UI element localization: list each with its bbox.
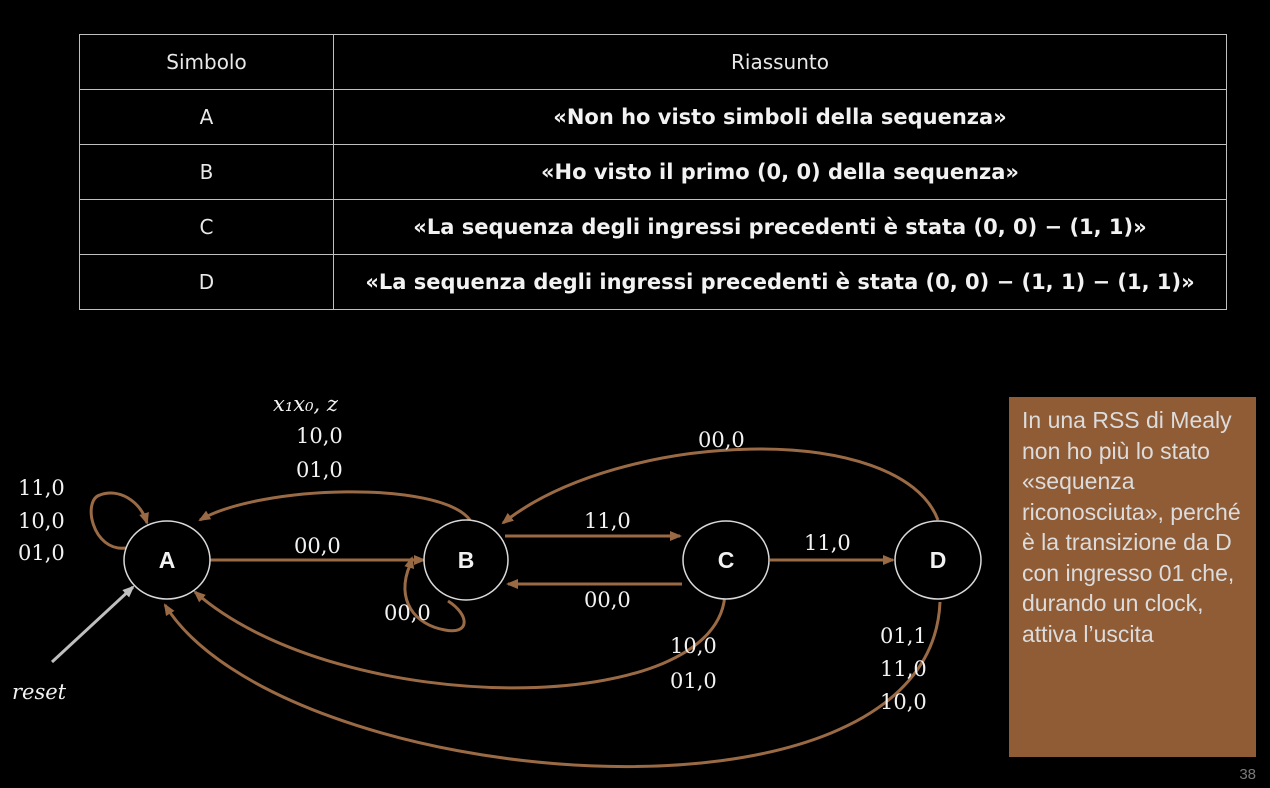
explanation-note: In una RSS di Mealy non ho più lo stato … (1009, 397, 1256, 757)
state-label: C (718, 547, 735, 573)
state-A (123, 520, 211, 600)
transition-label: 11,0 (18, 476, 65, 500)
transition-label: 01,1 (880, 624, 927, 648)
transition-label: 00,0 (584, 588, 631, 612)
state-C (682, 520, 770, 600)
transition-label: 10,0 (18, 509, 65, 533)
transition-label: 01,0 (670, 669, 717, 693)
summary-cell: «La sequenza degli ingressi precedenti è… (333, 254, 1227, 310)
reset-arrow (50, 585, 135, 664)
transition-label: 11,0 (804, 531, 851, 555)
summary-cell: «Ho visto il primo (0, 0) della sequenza… (333, 144, 1227, 200)
transition-C-A (193, 590, 727, 690)
summary-cell: «Non ho visto simboli della sequenza» (333, 89, 1227, 145)
column-header-symbol: Simbolo (79, 34, 334, 90)
state-label: A (159, 547, 176, 573)
transition-A-A (89, 491, 149, 550)
transition-D-A (163, 601, 942, 769)
transition-label: 00,0 (384, 601, 431, 625)
transition-label: 00,0 (294, 534, 341, 558)
transition-D-B (501, 447, 940, 525)
state-D (894, 520, 982, 600)
summary-cell: «La sequenza degli ingressi precedenti è… (333, 199, 1227, 255)
table-row: B «Ho visto il primo (0, 0) della sequen… (79, 144, 1227, 200)
transition-B-A (198, 490, 472, 522)
table-header-row: Simbolo Riassunto (79, 34, 1227, 90)
io-legend: x₁x₀, z (273, 392, 339, 416)
transition-label: 10,0 (880, 690, 927, 714)
table-row: C «La sequenza degli ingressi precedenti… (79, 199, 1227, 255)
transition-label: 11,0 (584, 509, 631, 533)
symbol-cell: A (79, 89, 334, 145)
symbol-cell: C (79, 199, 334, 255)
transition-label: 10,0 (296, 424, 343, 448)
transition-label: 10,0 (670, 634, 717, 658)
table-row: D «La sequenza degli ingressi precedenti… (79, 254, 1227, 310)
transition-label: 11,0 (880, 657, 927, 681)
transition-label: 00,0 (698, 428, 745, 452)
table-row: A «Non ho visto simboli della sequenza» (79, 89, 1227, 145)
page-number: 38 (1239, 766, 1256, 783)
reset-label: reset (12, 680, 67, 704)
state-B (423, 519, 509, 601)
summary-table: Simbolo Riassunto A «Non ho visto simbol… (79, 34, 1227, 310)
transition-B-B (403, 556, 466, 633)
column-header-summary: Riassunto (333, 34, 1227, 90)
symbol-cell: D (79, 254, 334, 310)
transition-label: 01,0 (296, 458, 343, 482)
state-label: D (930, 547, 947, 573)
transition-label: 01,0 (18, 541, 65, 565)
state-label: B (458, 547, 475, 573)
